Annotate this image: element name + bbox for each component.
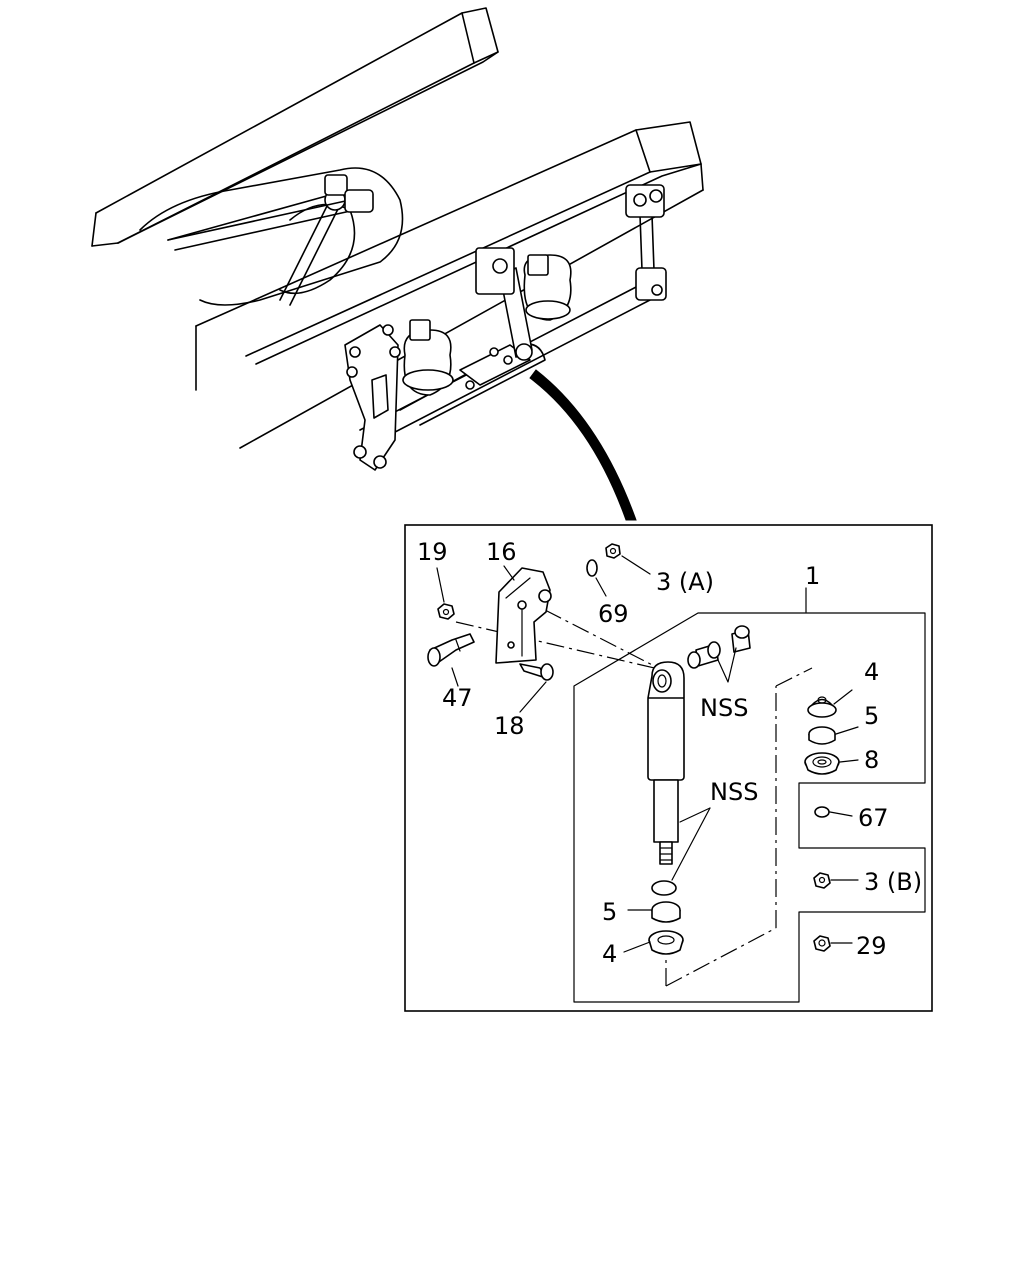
callout-5-right: 5 — [864, 702, 879, 730]
callout-labels: 1 16 19 3 (A) 69 47 18 NSS NSS 4 5 8 67 … — [417, 538, 922, 968]
callout-nss-top: NSS — [700, 694, 748, 722]
bushing-5-right — [808, 726, 836, 745]
nut-3a — [605, 543, 621, 559]
bolt-47 — [427, 633, 475, 667]
callout-1: 1 — [805, 562, 820, 590]
cross-member — [139, 167, 404, 306]
detail-pointer — [529, 369, 637, 521]
callout-69: 69 — [598, 600, 629, 628]
shock-absorber — [647, 661, 685, 865]
callout-nss-mid: NSS — [710, 778, 758, 806]
callout-5-left: 5 — [602, 898, 617, 926]
callout-3a: 3 (A) — [656, 568, 714, 596]
callout-4-left: 4 — [602, 940, 617, 968]
callout-19: 19 — [417, 538, 448, 566]
nut-29 — [813, 935, 831, 952]
detail-frame — [404, 524, 933, 1012]
callout-67: 67 — [858, 804, 889, 832]
detail-view: 1 16 19 3 (A) 69 47 18 NSS NSS 4 5 8 67 … — [404, 524, 933, 1012]
callout-16: 16 — [486, 538, 517, 566]
callout-4-right: 4 — [864, 658, 879, 686]
washer-nss-lower — [651, 880, 677, 896]
frame-rail-far — [91, 7, 499, 247]
bracket-16 — [495, 567, 552, 664]
frame-rail-near — [195, 121, 704, 449]
assembly-outline — [573, 612, 926, 1003]
cup-4-left — [648, 930, 684, 955]
callout-47: 47 — [442, 684, 473, 712]
nut-3b — [813, 872, 831, 889]
callout-8: 8 — [864, 746, 879, 774]
washer-69 — [586, 559, 598, 577]
suspension-assembly — [344, 184, 667, 471]
nut-19 — [437, 603, 455, 620]
callout-3b: 3 (B) — [864, 868, 922, 896]
callout-29: 29 — [856, 932, 887, 960]
torque-rods — [167, 174, 374, 306]
leader-lines — [436, 555, 859, 953]
cup-4-right — [807, 696, 837, 718]
washer-67 — [814, 806, 830, 818]
chassis-overview — [91, 7, 704, 521]
cup-8 — [804, 752, 840, 775]
callout-18: 18 — [494, 712, 525, 740]
bushing-5-left — [651, 901, 681, 923]
bolt-18 — [519, 663, 554, 681]
